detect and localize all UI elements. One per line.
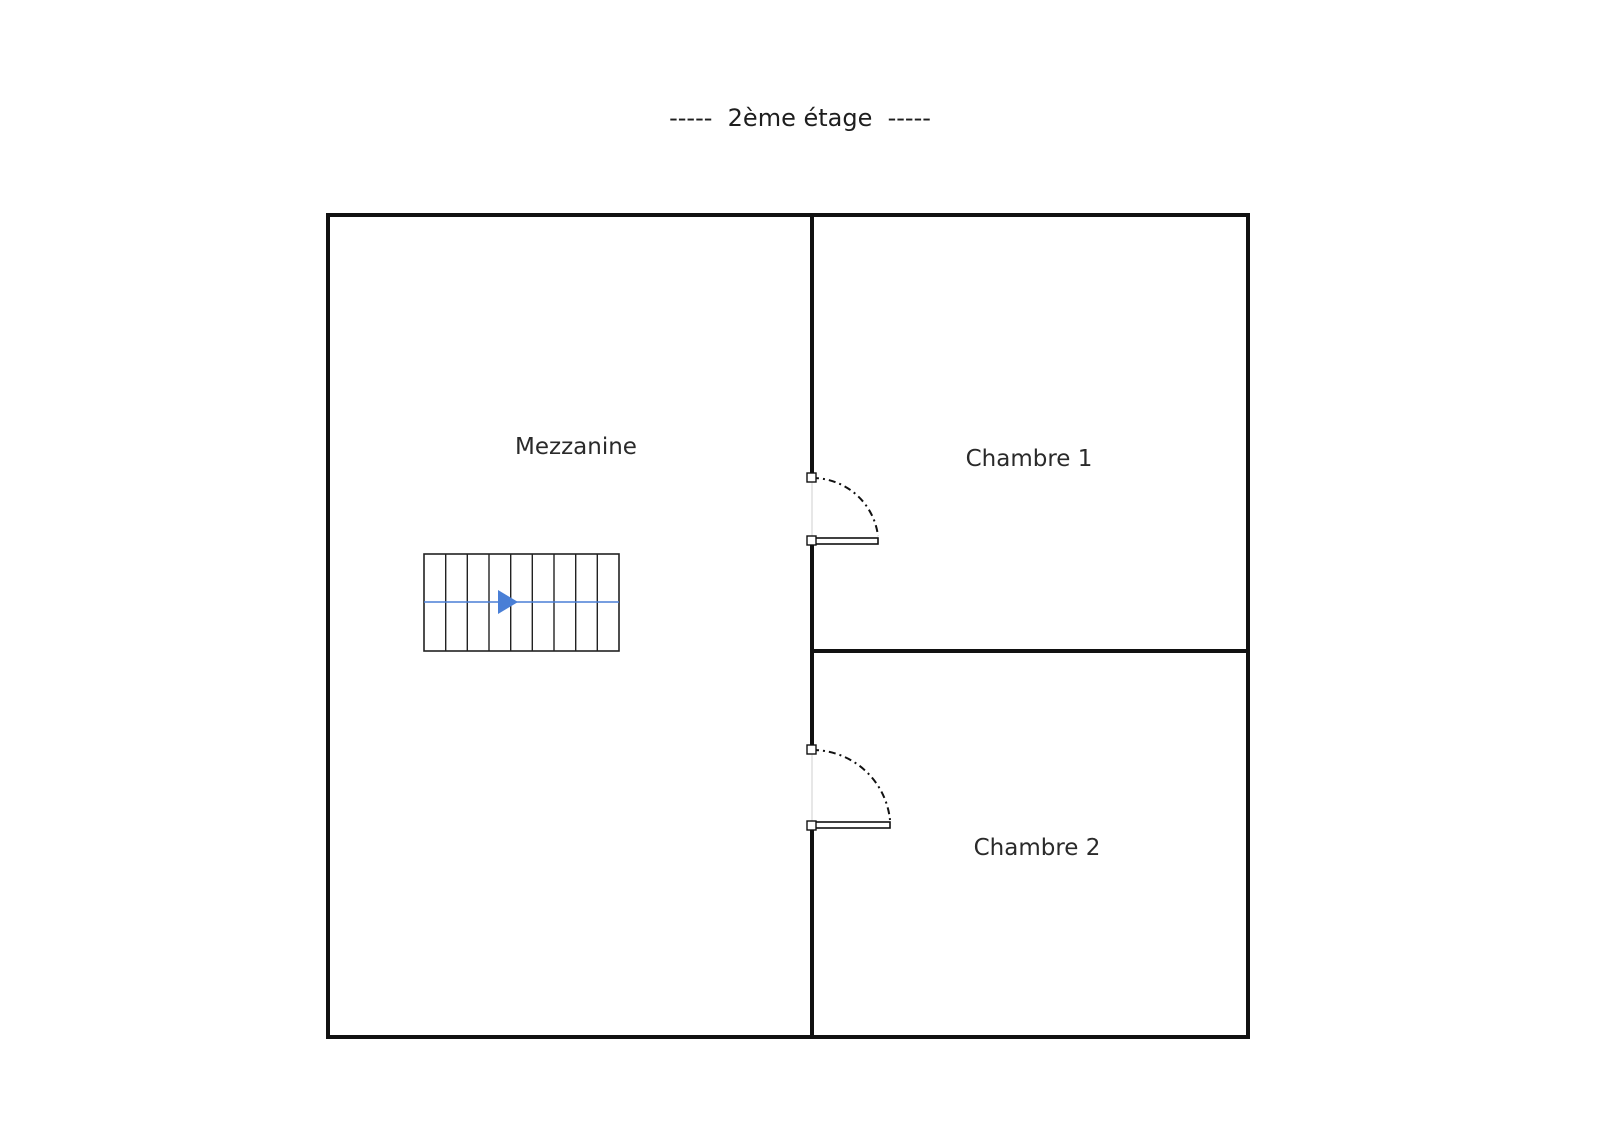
door-hinge-bottom <box>806 535 817 546</box>
stair-direction-arrow-icon <box>498 590 518 614</box>
door-hinge-top <box>806 472 817 483</box>
door-hinge-top <box>806 744 817 755</box>
room-label-mezzanine: Mezzanine <box>515 434 637 460</box>
door-chambre-1 <box>806 472 879 546</box>
door-leaf <box>811 821 891 829</box>
outer-wall <box>326 213 1250 1039</box>
room-label-chambre-2: Chambre 2 <box>974 835 1101 861</box>
door-hinge-bottom <box>806 820 817 831</box>
room-label-chambre-1: Chambre 1 <box>966 446 1093 472</box>
staircase <box>423 553 620 652</box>
door-swing-arc <box>811 476 879 537</box>
door-swing-arc <box>811 748 891 821</box>
door-chambre-2 <box>806 744 891 831</box>
walls <box>326 213 1250 1039</box>
door-leaf <box>811 537 879 545</box>
floor-title: ----- 2ème étage ----- <box>669 104 931 132</box>
